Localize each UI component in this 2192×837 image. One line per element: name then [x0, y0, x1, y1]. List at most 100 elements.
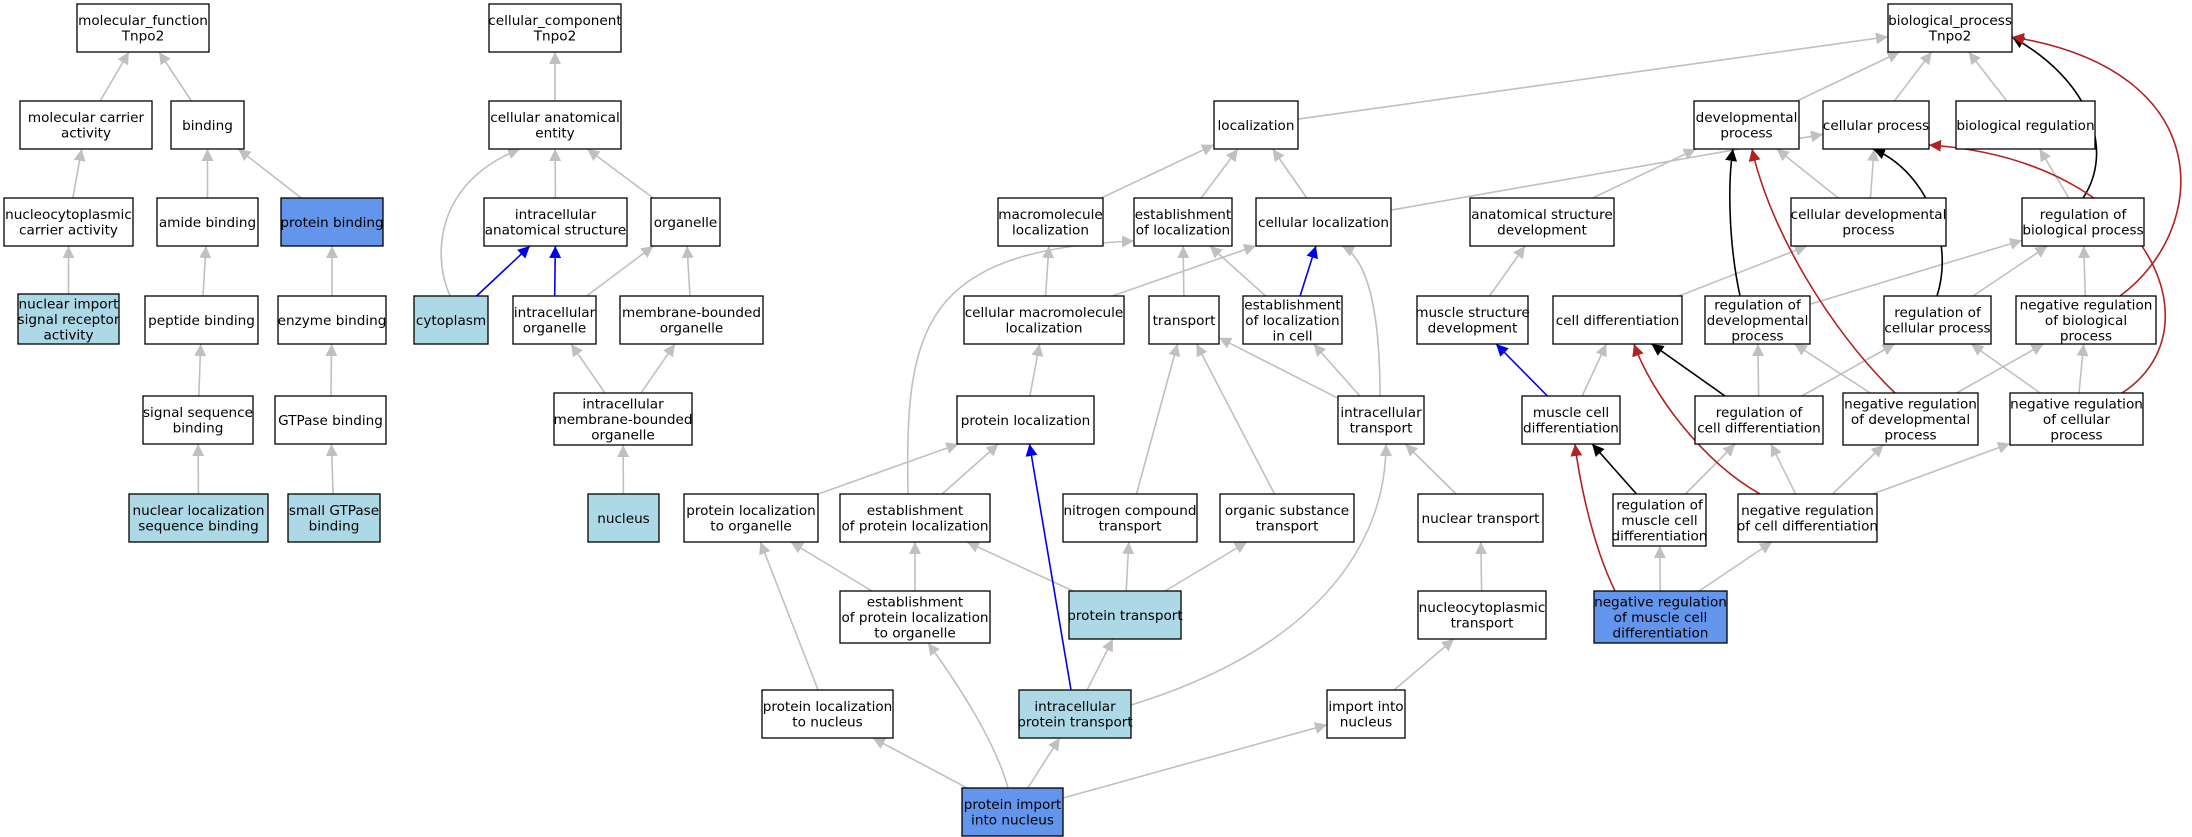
- go-term-node-transport[interactable]: transport: [1148, 295, 1220, 345]
- node-box[interactable]: [128, 493, 269, 543]
- node-box[interactable]: [277, 295, 387, 345]
- node-box[interactable]: [1790, 197, 1947, 247]
- node-box[interactable]: [1213, 100, 1299, 150]
- node-box[interactable]: [1219, 493, 1355, 543]
- go-term-node-organelle[interactable]: organelle: [650, 197, 721, 247]
- node-box[interactable]: [961, 787, 1064, 837]
- go-term-node-cellloc[interactable]: cellular localization: [1255, 197, 1392, 247]
- node-box[interactable]: [1326, 689, 1406, 739]
- node-box[interactable]: [2021, 197, 2145, 247]
- node-box[interactable]: [839, 493, 991, 543]
- go-term-node-pepbind[interactable]: peptide binding: [144, 295, 259, 345]
- go-term-node-nucleus[interactable]: nucleus: [587, 493, 660, 543]
- node-box[interactable]: [142, 395, 254, 445]
- node-box[interactable]: [1737, 493, 1878, 543]
- go-term-node-amide[interactable]: amide binding: [156, 197, 259, 247]
- node-box[interactable]: [1842, 392, 1979, 446]
- go-term-node-celldiff[interactable]: cell differentiation: [1552, 295, 1683, 345]
- go-term-node-loc[interactable]: localization: [1213, 100, 1299, 150]
- node-box[interactable]: [3, 197, 134, 247]
- node-box[interactable]: [650, 197, 721, 247]
- go-term-node-bioreg[interactable]: biological regulation: [1955, 100, 2096, 150]
- node-box[interactable]: [1416, 295, 1529, 345]
- node-box[interactable]: [683, 493, 819, 543]
- go-term-node-protbind[interactable]: protein binding: [280, 197, 384, 247]
- node-box[interactable]: [1552, 295, 1683, 345]
- node-box[interactable]: [274, 395, 387, 445]
- node-box[interactable]: [1822, 100, 1930, 150]
- go-term-node-bind[interactable]: binding: [170, 100, 245, 150]
- node-box[interactable]: [761, 689, 894, 739]
- node-box[interactable]: [483, 197, 628, 247]
- node-box[interactable]: [488, 100, 622, 150]
- node-box[interactable]: [1612, 493, 1707, 547]
- node-box[interactable]: [76, 3, 210, 53]
- node-box[interactable]: [1337, 395, 1425, 445]
- node-box[interactable]: [2015, 295, 2157, 345]
- go-term-node-cellp[interactable]: cellular process: [1822, 100, 1930, 150]
- node-box[interactable]: [963, 295, 1125, 345]
- go-term-node-protloc[interactable]: protein localization: [956, 395, 1095, 445]
- node-box[interactable]: [488, 3, 622, 53]
- node-box[interactable]: [1955, 100, 2096, 150]
- node-box[interactable]: [1883, 295, 1992, 345]
- go-term-node-prottrans[interactable]: protein transport: [1067, 590, 1183, 640]
- node-box[interactable]: [156, 197, 259, 247]
- node-box[interactable]: [997, 197, 1104, 247]
- node-box[interactable]: [287, 493, 381, 543]
- node-box[interactable]: [1255, 197, 1392, 247]
- go-term-node-enzbind[interactable]: enzyme binding: [277, 295, 387, 345]
- go-term-node-nuctrans[interactable]: nuclear transport: [1417, 493, 1544, 543]
- node-box[interactable]: [1133, 197, 1233, 247]
- node-box[interactable]: [1694, 395, 1824, 445]
- node-box[interactable]: [1417, 590, 1547, 640]
- node-box[interactable]: [1704, 295, 1811, 345]
- node-box[interactable]: [553, 392, 693, 446]
- node-box[interactable]: [587, 493, 660, 543]
- node-box[interactable]: [1062, 493, 1198, 543]
- node-box[interactable]: [2009, 392, 2144, 446]
- node-box[interactable]: [1018, 689, 1132, 739]
- node-box[interactable]: [1469, 197, 1615, 247]
- node-box[interactable]: [512, 295, 597, 345]
- node-box[interactable]: [144, 295, 259, 345]
